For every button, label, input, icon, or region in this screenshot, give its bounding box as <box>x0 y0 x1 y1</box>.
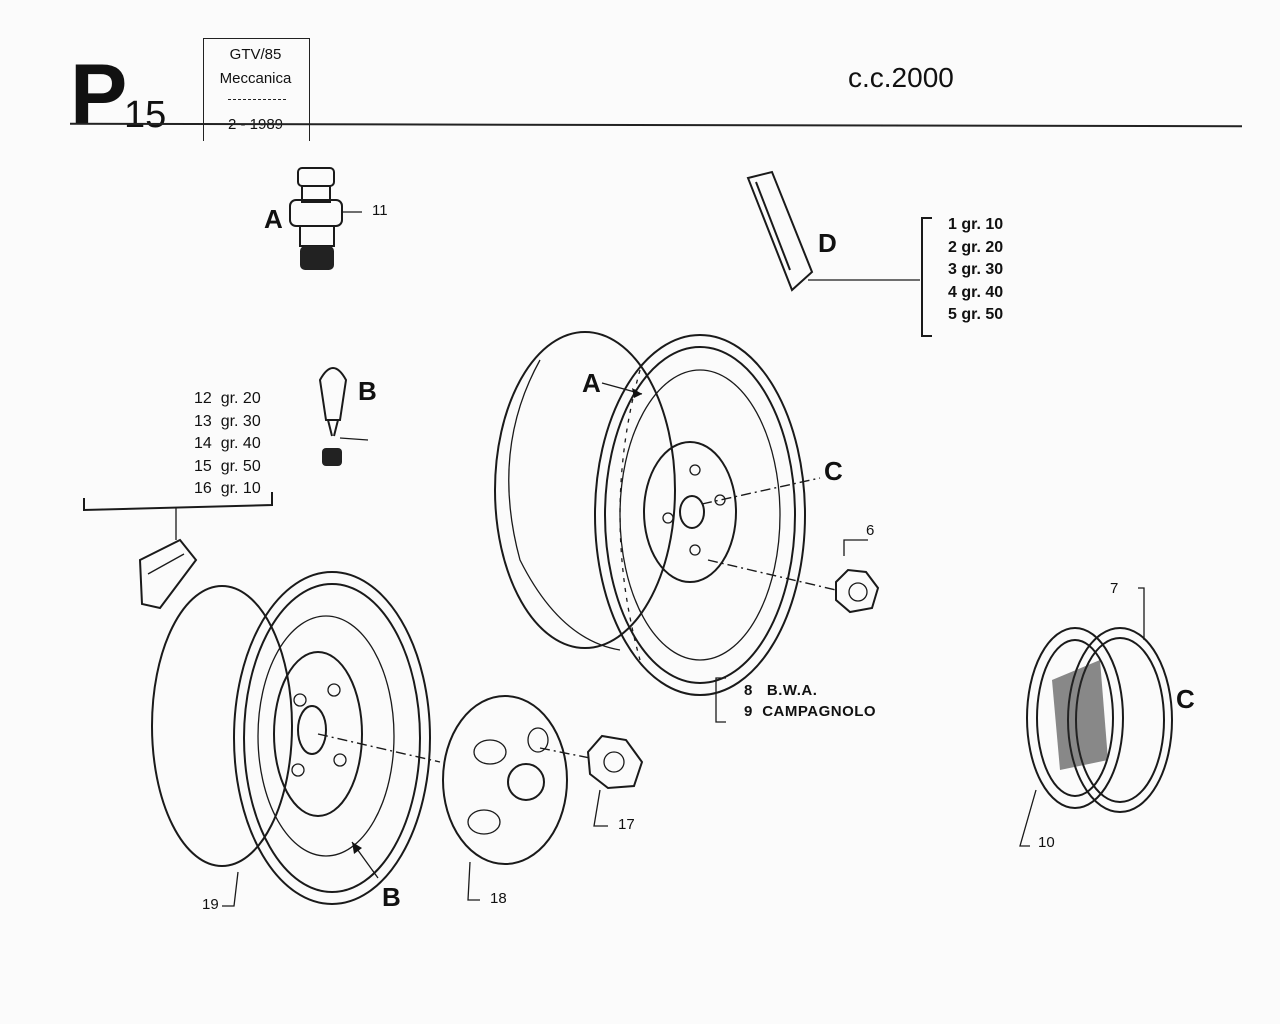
group-label: Meccanica <box>219 70 292 87</box>
weight-row: 5 gr. 50 <box>948 306 1004 323</box>
callout-part-17: 17 <box>618 816 635 833</box>
callout-c-cover: C <box>1176 684 1195 714</box>
wheel-maker-row: 9 CAMPAGNOLO <box>744 703 877 720</box>
wheel-maker-list: 8 B.W.A. 9 CAMPAGNOLO <box>744 680 876 722</box>
weight-row: 1 gr. 10 <box>948 216 1004 233</box>
balance-weight-d-drawing <box>746 170 920 292</box>
weight-row: 13 gr. 30 <box>194 412 261 430</box>
weights-list-right: 1 gr. 10 2 gr. 20 3 gr. 30 4 gr. 40 5 gr… <box>948 214 1003 327</box>
callout-c-wheel: C <box>824 456 843 486</box>
weight-row: 4 gr. 40 <box>948 283 1004 301</box>
tire-valve-b-drawing <box>318 367 369 466</box>
weight-row: 14 gr. 40 <box>194 435 261 452</box>
weight-row: 3 gr. 30 <box>948 261 1004 278</box>
callout-part-11: 11 <box>372 202 388 219</box>
model-label: GTV/85 <box>229 46 282 63</box>
weights-list-left: 12 gr. 20 13 gr. 30 14 gr. 40 15 gr. 50 … <box>194 388 261 501</box>
weight-row: 16 gr. 10 <box>194 480 261 497</box>
callout-a-valve: A <box>264 204 283 234</box>
callout-part-19: 19 <box>202 896 219 913</box>
wheel-cover-drawing <box>1019 587 1173 847</box>
callout-d-weight: D <box>818 228 837 258</box>
balance-weight-left-drawing <box>138 538 198 610</box>
callout-part-10: 10 <box>1038 834 1055 851</box>
callout-part-6: 6 <box>866 522 875 539</box>
wheel-nut-6-drawing <box>835 539 880 614</box>
callout-b-valve: B <box>358 376 377 406</box>
weight-row: 15 gr. 50 <box>194 457 261 475</box>
weight-row: 12 gr. 20 <box>194 390 261 407</box>
hubcap-18-drawing <box>442 695 568 901</box>
wheel-nut-17-drawing <box>586 734 644 827</box>
callout-b-wheel: B <box>382 882 401 912</box>
header-divider <box>228 99 286 100</box>
callout-part-18: 18 <box>490 890 507 907</box>
weight-row: 2 gr. 20 <box>948 238 1004 256</box>
page-number: 15 <box>124 94 167 136</box>
alloy-wheel-drawing <box>494 331 806 696</box>
weights-bracket-left <box>83 492 273 512</box>
wheel-maker-row: 8 B.W.A. <box>744 682 818 699</box>
callout-a-wheel: A <box>582 368 601 398</box>
steel-wheel-drawing <box>151 571 431 907</box>
engine-displacement: c.c.2000 <box>848 62 954 93</box>
weights-bracket-right <box>921 217 932 337</box>
tire-valve-a-drawing <box>289 167 362 270</box>
header-info-box <box>203 38 310 141</box>
callout-part-7: 7 <box>1110 580 1119 597</box>
